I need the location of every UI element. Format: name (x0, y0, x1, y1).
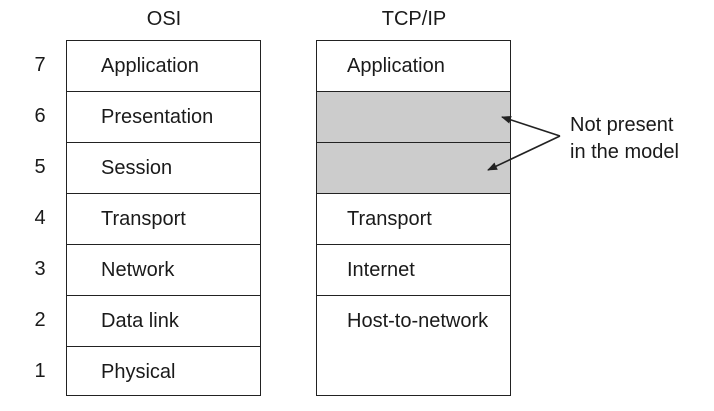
annotation-line-2: in the model (570, 141, 679, 163)
layer-number: 3 (34, 258, 46, 280)
layer-number: 4 (34, 207, 46, 229)
tcpip-layer-cell: Application (317, 41, 510, 92)
tcpip-absent-layer-cell (317, 143, 510, 194)
osi-layer-cell: Session (67, 143, 260, 194)
annotation-line-1: Not present (570, 114, 674, 136)
tcpip-column-title: TCP/IP (381, 8, 447, 30)
layer-number: 2 (34, 309, 46, 331)
layer-number: 5 (34, 156, 46, 178)
tcpip-layer-cell: Host-to-network (347, 310, 489, 332)
tcpip-layer-cell: Transport (317, 194, 510, 245)
not-present-annotation: Not present in the model (570, 112, 679, 166)
osi-layer-cell: Presentation (67, 92, 260, 143)
osi-layer-cell: Network (67, 245, 260, 296)
layer-number: 6 (34, 105, 46, 127)
layer-number: 7 (34, 54, 46, 76)
arrow-to-session (487, 135, 561, 171)
tcpip-layer-cell: Internet (317, 245, 510, 296)
arrow-to-presentation (501, 116, 561, 137)
layer-number: 1 (34, 360, 46, 382)
tcpip-absent-layer-cell (317, 92, 510, 143)
osi-layer-cell: Physical (101, 361, 176, 383)
osi-layer-cell: Data link (67, 296, 260, 347)
osi-column-title: OSI (146, 8, 182, 30)
osi-layer-cell: Application (67, 41, 260, 92)
osi-layer-cell: Transport (67, 194, 260, 245)
